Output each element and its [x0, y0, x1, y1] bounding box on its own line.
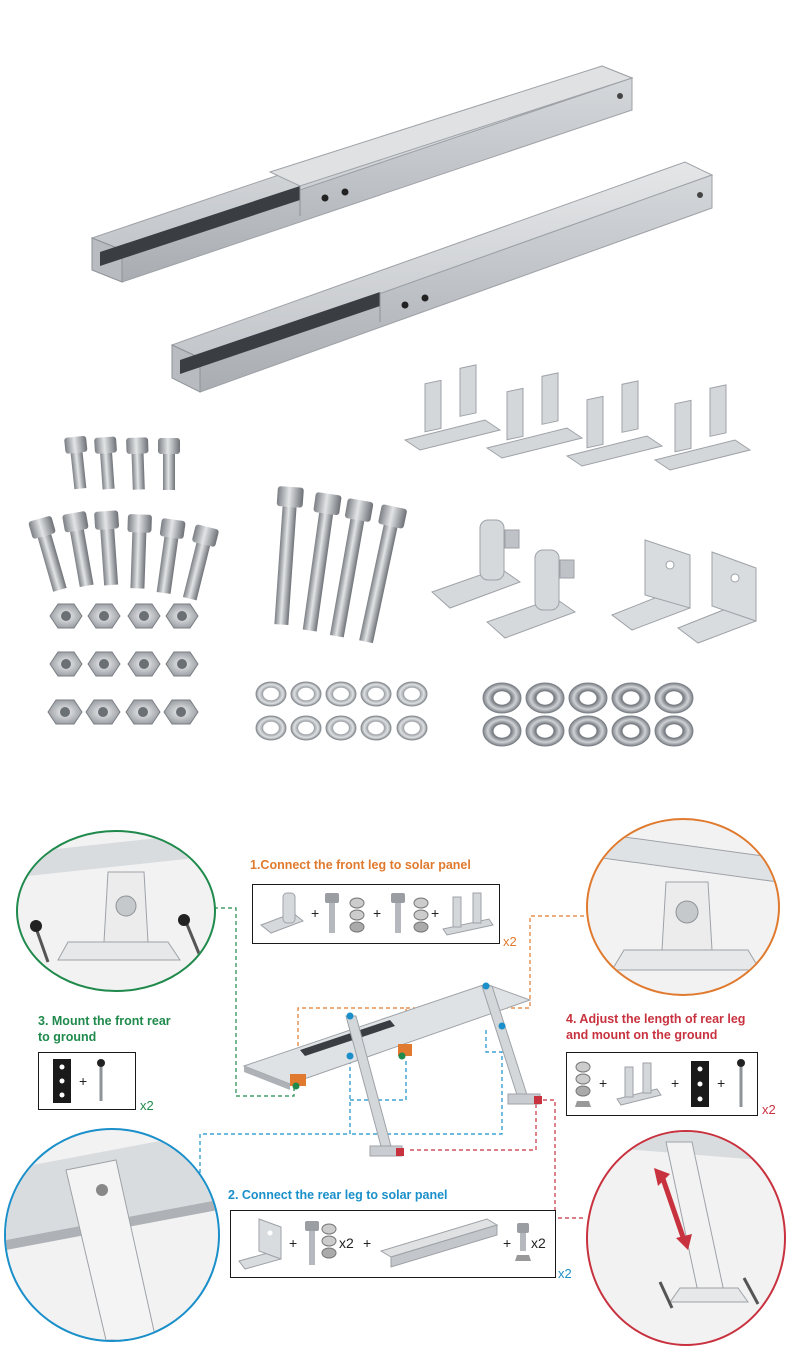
hinge-icon [260, 892, 304, 934]
zoom-front-ground-mount [16, 830, 216, 992]
rail-icon [379, 1218, 499, 1268]
bolt-icon [28, 510, 219, 601]
inline-multiplier: x2 [531, 1235, 546, 1251]
rail-icon [170, 161, 714, 393]
washer-icon [575, 1061, 591, 1107]
bracket-icon [442, 892, 494, 936]
rail-icon [90, 65, 634, 283]
step4-multiplier: x2 [762, 1102, 776, 1117]
plus-sign: + [79, 1073, 88, 1089]
bracket-icon [238, 1218, 282, 1270]
plus-sign: + [373, 905, 382, 921]
step2-parts-box: + x2 + + x2 [230, 1210, 556, 1278]
screw-icon [97, 1059, 105, 1101]
plus-sign: + [289, 1235, 298, 1251]
arrow-icon [654, 1168, 692, 1250]
plus-sign: + [363, 1235, 372, 1251]
bolt-icon [274, 486, 407, 644]
solar-panel-icon [242, 982, 542, 1157]
screw-icon [737, 1059, 745, 1107]
step4-title-line2: and mount on the ground [566, 1028, 718, 1042]
bracket-icon [616, 1062, 662, 1106]
washer-icon [349, 897, 365, 933]
plus-sign: + [671, 1075, 680, 1091]
washer-icon [321, 1223, 337, 1259]
bolt-icon [325, 893, 339, 933]
step3-parts-box: + [38, 1052, 136, 1110]
step3-multiplier: x2 [140, 1098, 154, 1113]
inline-multiplier: x2 [339, 1235, 354, 1251]
bolt-icon [391, 893, 405, 933]
plus-sign: + [431, 905, 440, 921]
washer-icon [255, 681, 428, 741]
step4-title-line1: 4. Adjust the length of rear leg [566, 1012, 746, 1026]
zoom-rear-leg-adjust [586, 1130, 786, 1346]
step3-title-line1: 3. Mount the front rear [38, 1014, 171, 1028]
zoom-rear-leg-panel [4, 1128, 220, 1342]
bolt-icon [305, 1221, 319, 1265]
nut-icon [47, 603, 199, 725]
zoom-front-leg-panel [586, 818, 780, 996]
hinge-icon [431, 519, 577, 639]
step3-title-line2: to ground [38, 1030, 97, 1044]
bracket-icon [610, 539, 757, 644]
plus-sign: + [717, 1075, 726, 1091]
step1-parts-box: + + + [252, 884, 500, 944]
washer-icon [482, 682, 694, 747]
parts-illustration [28, 65, 757, 747]
bolt-icon [515, 1223, 531, 1261]
step1-multiplier: x2 [503, 934, 517, 949]
step1-title: 1.Connect the front leg to solar panel [250, 858, 471, 872]
plus-sign: + [599, 1075, 608, 1091]
bracket-icon [403, 364, 752, 471]
plus-sign: + [311, 905, 320, 921]
step2-title: 2. Connect the rear leg to solar panel [228, 1188, 448, 1202]
step2-multiplier: x2 [558, 1266, 572, 1281]
step4-parts-box: + + + [566, 1052, 758, 1116]
plus-sign: + [503, 1235, 512, 1251]
bolt-icon [64, 435, 180, 490]
washer-icon [413, 897, 429, 933]
